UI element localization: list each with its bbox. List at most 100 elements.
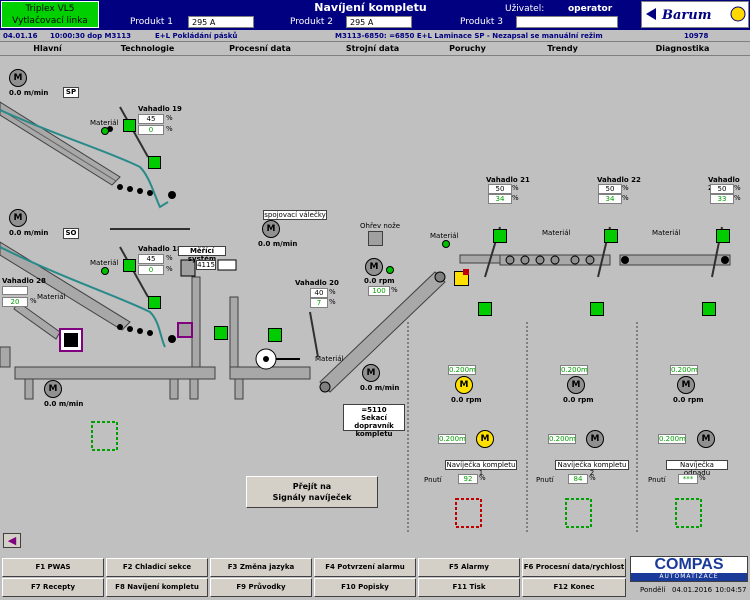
btn-line2: Signály navíječek bbox=[272, 493, 352, 502]
vahadlo22-setpoint[interactable]: 50 bbox=[598, 184, 622, 194]
valve-so-button[interactable] bbox=[148, 296, 161, 309]
menu-trendy[interactable]: Trendy bbox=[547, 44, 578, 53]
produkt2-field[interactable]: 295 A bbox=[346, 16, 412, 28]
menu-diagnostika[interactable]: Diagnostika bbox=[655, 44, 710, 53]
winder1-label: Navíječka kompletu 1 bbox=[445, 460, 517, 477]
produkt1-field[interactable]: 295 A bbox=[188, 16, 254, 28]
motor-winder1-icon[interactable]: M bbox=[455, 376, 473, 394]
brand-text: COMPAS bbox=[654, 556, 724, 573]
valve-sp-button[interactable] bbox=[148, 156, 161, 169]
pct-unit: % bbox=[391, 286, 398, 294]
motor-main-icon[interactable]: M bbox=[44, 380, 62, 398]
f9-button[interactable]: F9 Průvodky bbox=[210, 578, 312, 597]
vahadlo23-setpoint[interactable]: 50 bbox=[710, 184, 734, 194]
len4-field[interactable]: 0.200m bbox=[438, 434, 466, 444]
goto-winder-signals-button[interactable]: Přejít na Signály navíječek bbox=[246, 476, 378, 508]
motor-winder3b-icon[interactable]: M bbox=[697, 430, 715, 448]
vahadlo20-setpoint[interactable]: 40 bbox=[310, 288, 328, 298]
len3-field[interactable]: 0.200m bbox=[670, 365, 698, 375]
sekaci-dopravnik-box[interactable]: =5110 Sekací dopravník kompletu bbox=[343, 404, 405, 438]
pct-unit: % bbox=[622, 184, 629, 192]
pct-unit: % bbox=[622, 194, 629, 202]
motor-sp-icon[interactable]: M bbox=[9, 69, 27, 87]
motor-knife-icon[interactable]: M bbox=[365, 258, 383, 276]
speed-main: 0.0 m/min bbox=[44, 400, 84, 408]
produkt3-field[interactable] bbox=[516, 16, 618, 28]
vahadlo19-setpoint[interactable]: 45 bbox=[138, 114, 164, 124]
pct-unit: % bbox=[166, 265, 173, 273]
vahadlo18-drive[interactable] bbox=[123, 259, 136, 272]
menu-strojni-data[interactable]: Strojní data bbox=[345, 44, 400, 53]
menu-hlavni[interactable]: Hlavní bbox=[33, 44, 62, 53]
line-name-box: Triplex VL5 Vytlačovací linka bbox=[1, 1, 99, 28]
knife-percent: 100 bbox=[368, 286, 390, 296]
vahadlo18-label: Vahadlo 18 bbox=[138, 245, 182, 253]
status-date: 04.01.16 bbox=[3, 32, 38, 40]
pct-unit: % bbox=[329, 288, 336, 296]
f4-button[interactable]: F4 Potvrzení alarmu bbox=[314, 558, 416, 577]
pnuti-label: Pnutí bbox=[424, 476, 442, 484]
menu-procesni-data[interactable]: Procesní data bbox=[229, 44, 291, 53]
motor-spojovaci-icon[interactable]: M bbox=[262, 220, 280, 238]
winder1-button[interactable] bbox=[478, 302, 492, 316]
user-value: operator bbox=[568, 4, 613, 14]
len2-field[interactable]: 0.200m bbox=[560, 365, 588, 375]
produkt1-label: Produkt 1 bbox=[130, 17, 174, 27]
pct-unit: % bbox=[699, 474, 706, 482]
vahadlo23-drive[interactable] bbox=[716, 229, 730, 243]
menu-poruchy[interactable]: Poruchy bbox=[449, 44, 486, 53]
pnuti2-value: 84 bbox=[568, 474, 588, 484]
pct-unit: % bbox=[589, 474, 596, 482]
motor-winder2-icon[interactable]: M bbox=[567, 376, 585, 394]
vahadlo19-drive[interactable] bbox=[123, 119, 136, 132]
winder2-button[interactable] bbox=[590, 302, 604, 316]
motor-incline-icon[interactable]: M bbox=[362, 364, 380, 382]
winder3-rpm: 0.0 rpm bbox=[673, 396, 704, 404]
vahadlo21-drive[interactable] bbox=[493, 229, 507, 243]
status-msg1: E+L Pokládání pásků bbox=[155, 32, 238, 40]
f3-button[interactable]: F3 Změna jazyka bbox=[210, 558, 312, 577]
f8-button[interactable]: F8 Navíjení kompletu bbox=[106, 578, 208, 597]
footer-day: Pondělí bbox=[640, 586, 666, 594]
len5-field[interactable]: 0.200m bbox=[548, 434, 576, 444]
material-label: Materiál bbox=[90, 259, 119, 267]
vahadlo21-setpoint[interactable]: 50 bbox=[488, 184, 512, 194]
ohrev-button[interactable] bbox=[368, 231, 383, 246]
f11-button[interactable]: F11 Tisk bbox=[418, 578, 520, 597]
motor-winder2b-icon[interactable]: M bbox=[586, 430, 604, 448]
vahadlo22-actual: 34 bbox=[598, 194, 622, 204]
motor-winder3-icon[interactable]: M bbox=[677, 376, 695, 394]
vahadlo22-drive[interactable] bbox=[604, 229, 618, 243]
sekaci-label1: Sekací dopravník bbox=[354, 414, 394, 430]
line-name: Triplex VL5 bbox=[25, 4, 75, 14]
status-msg2: M3113-6850: =6850 E+L Laminace SP - Neza… bbox=[335, 32, 603, 40]
back-arrow-icon[interactable]: ◀ bbox=[3, 533, 21, 548]
motor-so-icon[interactable]: M bbox=[9, 209, 27, 227]
pct-unit: % bbox=[512, 184, 519, 192]
f2-button[interactable]: F2 Chladicí sekce bbox=[106, 558, 208, 577]
vahadlo28-bar bbox=[2, 286, 28, 295]
clamp-button[interactable] bbox=[214, 326, 228, 340]
winder3-button[interactable] bbox=[702, 302, 716, 316]
len1-field[interactable]: 0.200m bbox=[448, 365, 476, 375]
len6-field[interactable]: 0.200m bbox=[658, 434, 686, 444]
f12-button[interactable]: F12 Konec bbox=[522, 578, 626, 597]
f7-button[interactable]: F7 Recepty bbox=[2, 578, 104, 597]
material-ok-icon bbox=[101, 127, 109, 135]
barum-logo-icon: Barum bbox=[646, 6, 746, 23]
f5-button[interactable]: F5 Alarmy bbox=[418, 558, 520, 577]
vahadlo18-setpoint[interactable]: 45 bbox=[138, 254, 164, 264]
winder2-label: Navíječka kompletu 2 bbox=[555, 460, 629, 477]
vahadlo19-label: Vahadlo 19 bbox=[138, 105, 182, 113]
f6-button[interactable]: F6 Procesní data/rychlost bbox=[522, 558, 626, 577]
menu-technologie[interactable]: Technologie bbox=[120, 44, 175, 53]
knife-button[interactable] bbox=[268, 328, 282, 342]
f1-button[interactable]: F1 PWAS bbox=[2, 558, 104, 577]
vahadlo21-actual: 34 bbox=[488, 194, 512, 204]
pct-unit: % bbox=[166, 125, 173, 133]
f10-button[interactable]: F10 Popisky bbox=[314, 578, 416, 597]
motor-winder1b-icon[interactable]: M bbox=[476, 430, 494, 448]
winder1-rpm: 0.0 rpm bbox=[451, 396, 482, 404]
pct-unit: % bbox=[479, 474, 486, 482]
produkt3-label: Produkt 3 bbox=[460, 17, 504, 27]
